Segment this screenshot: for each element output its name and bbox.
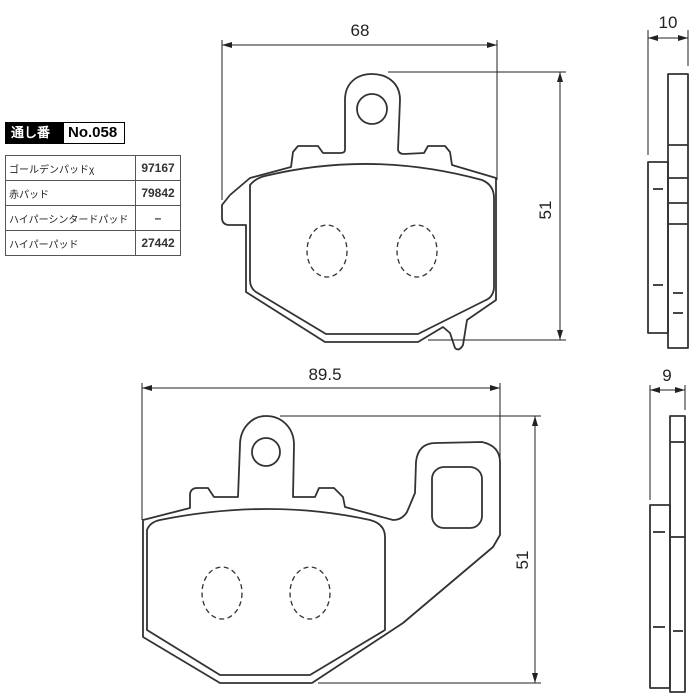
product-code: 97167 [135, 155, 181, 181]
top-pad-height-label: 51 [536, 201, 555, 220]
bottom-pad-piston-mark [289, 566, 331, 620]
bottom-pad-thickness-label: 9 [662, 366, 671, 385]
bottom-pad-square-hole [431, 466, 483, 529]
top-pad: 68 51 [221, 21, 566, 351]
bottom-pad-piston-mark [201, 566, 243, 620]
top-pad-mount-hole [356, 93, 388, 125]
bottom-pad-side-view: 9 [649, 366, 686, 693]
product-code: 27442 [135, 230, 181, 256]
bottom-pad-backplate [142, 415, 501, 684]
top-pad-side-view: 10 [647, 13, 689, 349]
top-pad-width-label: 68 [351, 21, 370, 40]
top-pad-piston-mark [306, 224, 348, 278]
bottom-pad-height-label: 51 [513, 551, 532, 570]
bottom-pad-friction [146, 508, 386, 676]
top-pad-friction [249, 163, 495, 335]
product-name: ハイパーシンタードパッド [5, 205, 136, 231]
top-pad-thickness-label: 10 [659, 13, 678, 32]
serial-number-value: No.058 [64, 123, 124, 143]
serial-number-header: 通し番号 No.058 [5, 122, 125, 160]
serial-number-label: 通し番号 [6, 123, 64, 160]
top-pad-backplate [221, 73, 497, 351]
product-code: 79842 [135, 180, 181, 206]
bottom-pad: 89.5 51 [141, 365, 541, 684]
table-row: ハイパーシンタードパッド– [5, 205, 181, 231]
product-name: ゴールデンパッドχ [5, 155, 136, 181]
bottom-pad-mount-hole [251, 437, 281, 467]
bottom-pad-width-label: 89.5 [308, 365, 341, 384]
top-pad-piston-mark [396, 224, 438, 278]
